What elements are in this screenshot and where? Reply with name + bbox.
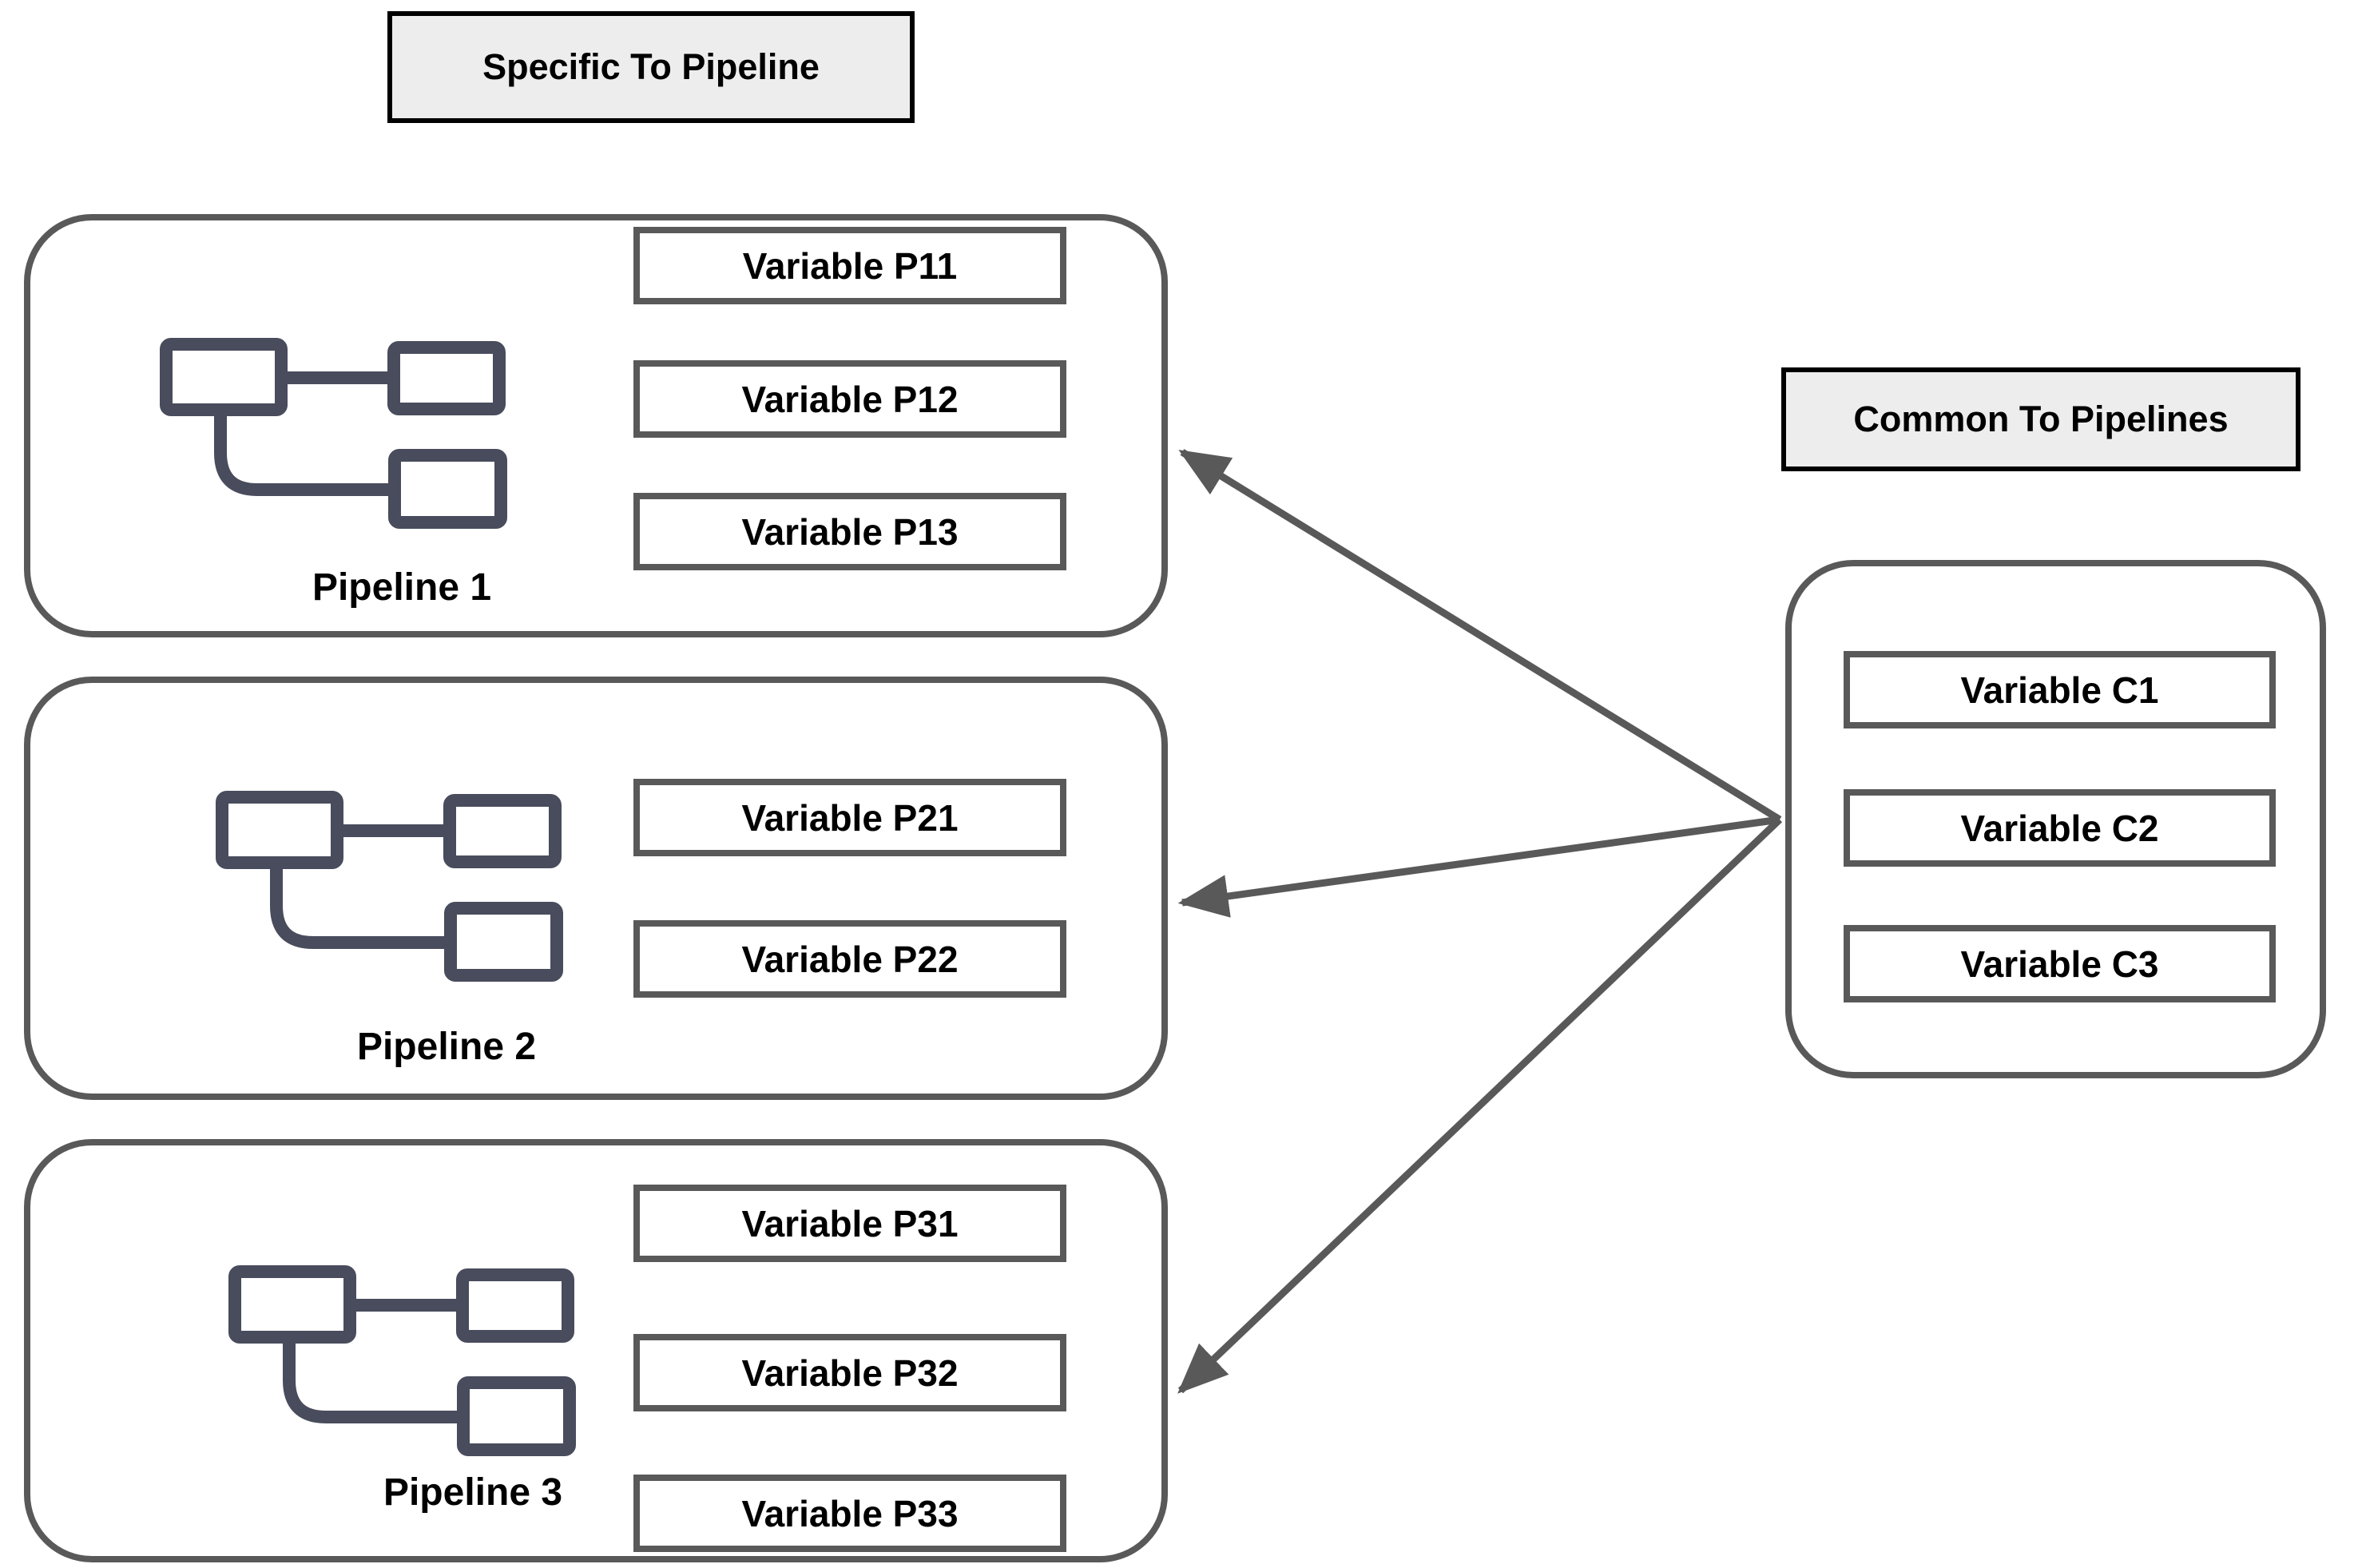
variable-box-p31: Variable P31 <box>633 1185 1066 1262</box>
variable-box-c2: Variable C2 <box>1844 789 2276 867</box>
arrow-common-to-pipeline-1 <box>1178 449 1782 823</box>
pipeline-2-name: Pipeline 2 <box>356 1026 537 1068</box>
pipeline-3-container: Pipeline 3 Variable P31 Variable P32 Var… <box>24 1139 1168 1562</box>
arrow-common-to-pipeline-2 <box>1177 816 1780 918</box>
common-to-pipelines-text: Common To Pipelines <box>1853 399 2229 439</box>
pipeline-1-name: Pipeline 1 <box>312 566 492 609</box>
variable-box-c3: Variable C3 <box>1844 925 2276 1002</box>
variable-box-p13: Variable P13 <box>633 493 1066 570</box>
variable-box-p22: Variable P22 <box>633 920 1066 998</box>
variable-box-c1: Variable C1 <box>1844 651 2276 728</box>
variable-box-p33: Variable P33 <box>633 1475 1066 1552</box>
common-to-pipelines-label: Common To Pipelines <box>1781 367 2300 471</box>
pipeline-2-container: Pipeline 2 Variable P21 Variable P22 <box>24 677 1168 1100</box>
flowchart-nodes-icon <box>216 791 563 982</box>
variable-box-p32: Variable P32 <box>633 1334 1066 1411</box>
flowchart-nodes-icon <box>160 338 507 529</box>
arrow-common-to-pipeline-3 <box>1177 816 1783 1394</box>
variable-box-p12: Variable P12 <box>633 360 1066 438</box>
pipeline-1-container: Pipeline 1 Variable P11 Variable P12 Var… <box>24 214 1168 637</box>
variable-box-p21: Variable P21 <box>633 779 1066 856</box>
specific-to-pipeline-text: Specific To Pipeline <box>482 46 820 87</box>
specific-to-pipeline-label: Specific To Pipeline <box>387 11 915 123</box>
common-variables-container: Variable C1 Variable C2 Variable C3 <box>1785 560 2326 1078</box>
variable-box-p11: Variable P11 <box>633 227 1066 304</box>
pipeline-3-name: Pipeline 3 <box>383 1471 563 1514</box>
flowchart-nodes-icon <box>228 1265 576 1456</box>
